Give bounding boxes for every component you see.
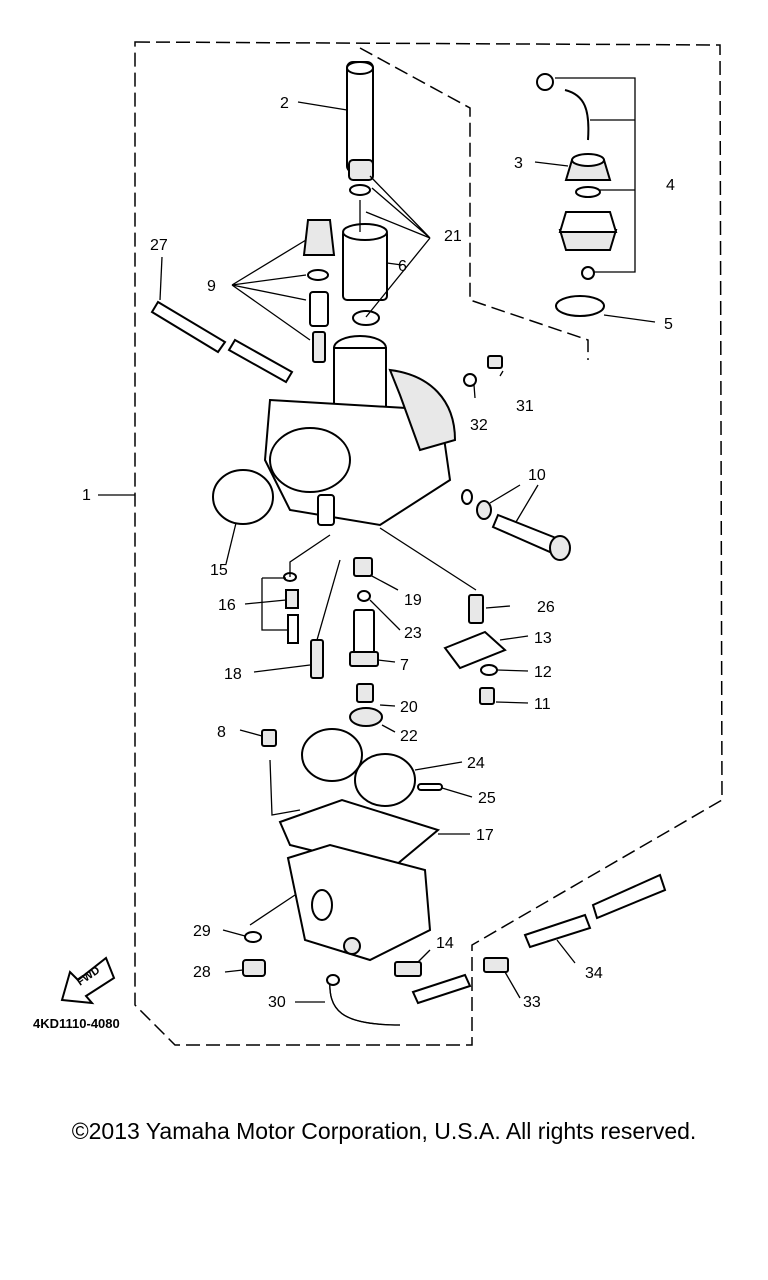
callout-29: 29: [193, 923, 211, 940]
part-17-float-chamber-gasket: [278, 798, 441, 872]
callout-14: 14: [436, 935, 454, 952]
callout-17: 17: [476, 827, 494, 844]
diagram-code: 4KD1110-4080: [33, 1016, 120, 1031]
callout-6: 6: [398, 258, 407, 275]
callout-23: 23: [404, 625, 422, 642]
callout-8: 8: [217, 724, 226, 741]
part-13-gasket: [443, 630, 507, 670]
callout-11: 11: [534, 696, 551, 713]
callout-10: 10: [528, 467, 546, 484]
part-5-washer: [555, 295, 605, 317]
part-33-fitting: [483, 957, 509, 973]
part-23-o-ring: [357, 590, 371, 602]
part-14-drain-screw: [394, 961, 422, 977]
throttle-subassembly-boundary: [359, 47, 589, 360]
part-12-washer: [480, 664, 498, 676]
callout-25: 25: [478, 790, 496, 807]
callout-21: 21: [444, 228, 462, 245]
callout-4: 4: [666, 177, 675, 194]
assembly-boundary: [134, 41, 723, 1046]
callout-32: 32: [470, 417, 488, 434]
callout-9: 9: [207, 278, 216, 295]
part-25-float-pin: [417, 783, 443, 791]
part-19-needle-jet: [353, 557, 373, 577]
part-22-washer: [349, 707, 383, 727]
part-2-cable-cover: [346, 61, 374, 173]
part-20-main-jet: [356, 683, 374, 703]
callout-labels: 1 2 3 4 5 6 7 8 9 10 11 12 13 14 15 16 1…: [33, 95, 675, 1031]
part-9-screw-set: [302, 219, 336, 363]
callout-18: 18: [224, 666, 242, 683]
copyright-notice: ©2013 Yamaha Motor Corporation, U.S.A. A…: [71, 1118, 697, 1144]
callout-5: 5: [664, 316, 673, 333]
callout-7: 7: [400, 657, 409, 674]
part-29-washer: [244, 931, 262, 943]
part-24-float: [301, 728, 416, 807]
callout-20: 20: [400, 699, 418, 716]
part-3-choke-cap: [564, 153, 612, 181]
part-15-o-ring: [212, 469, 274, 525]
part-4-starter-plunger-set: [536, 73, 618, 280]
callout-12: 12: [534, 664, 552, 681]
callout-15: 15: [210, 562, 228, 579]
fwd-arrow-icon: FWD: [60, 956, 116, 1005]
leader-lines: [98, 77, 656, 1003]
part-30-hose: [326, 974, 401, 1026]
callout-24: 24: [467, 755, 485, 772]
part-26-starter-jet: [468, 594, 484, 624]
carburetor-exploded-diagram: FWD 1: [33, 41, 723, 1046]
part-11-screw: [479, 687, 495, 705]
callout-22: 22: [400, 728, 418, 745]
part-21-mixing-chamber-top: [348, 159, 380, 326]
callout-3: 3: [514, 155, 523, 172]
part-10-pilot-air-screw: [461, 489, 571, 561]
part-6-throttle-valve: [342, 200, 388, 301]
callout-33: 33: [523, 994, 541, 1011]
callout-28: 28: [193, 964, 211, 981]
part-7-main-nozzle: [349, 609, 379, 667]
part-32-washer: [463, 373, 477, 387]
callout-27: 27: [150, 237, 168, 254]
callout-30: 30: [268, 994, 286, 1011]
float-chamber: [286, 843, 432, 962]
callout-31: 31: [516, 398, 534, 415]
part-34-hose: [411, 873, 667, 1005]
callout-34: 34: [585, 965, 603, 982]
part-16-jet-needle-set: [283, 572, 299, 644]
part-27-hose: [150, 300, 294, 384]
callout-1: 1: [82, 487, 91, 504]
callout-26: 26: [537, 599, 555, 616]
callout-2: 2: [280, 95, 289, 112]
part-18-pilot-jet: [310, 639, 324, 679]
carburetor-body: [263, 335, 457, 527]
callout-13: 13: [534, 630, 552, 647]
part-28-plug: [242, 959, 266, 977]
callout-19: 19: [404, 592, 422, 609]
callout-16: 16: [218, 597, 236, 614]
part-31-screw: [487, 355, 503, 369]
part-8-screw: [261, 729, 277, 747]
